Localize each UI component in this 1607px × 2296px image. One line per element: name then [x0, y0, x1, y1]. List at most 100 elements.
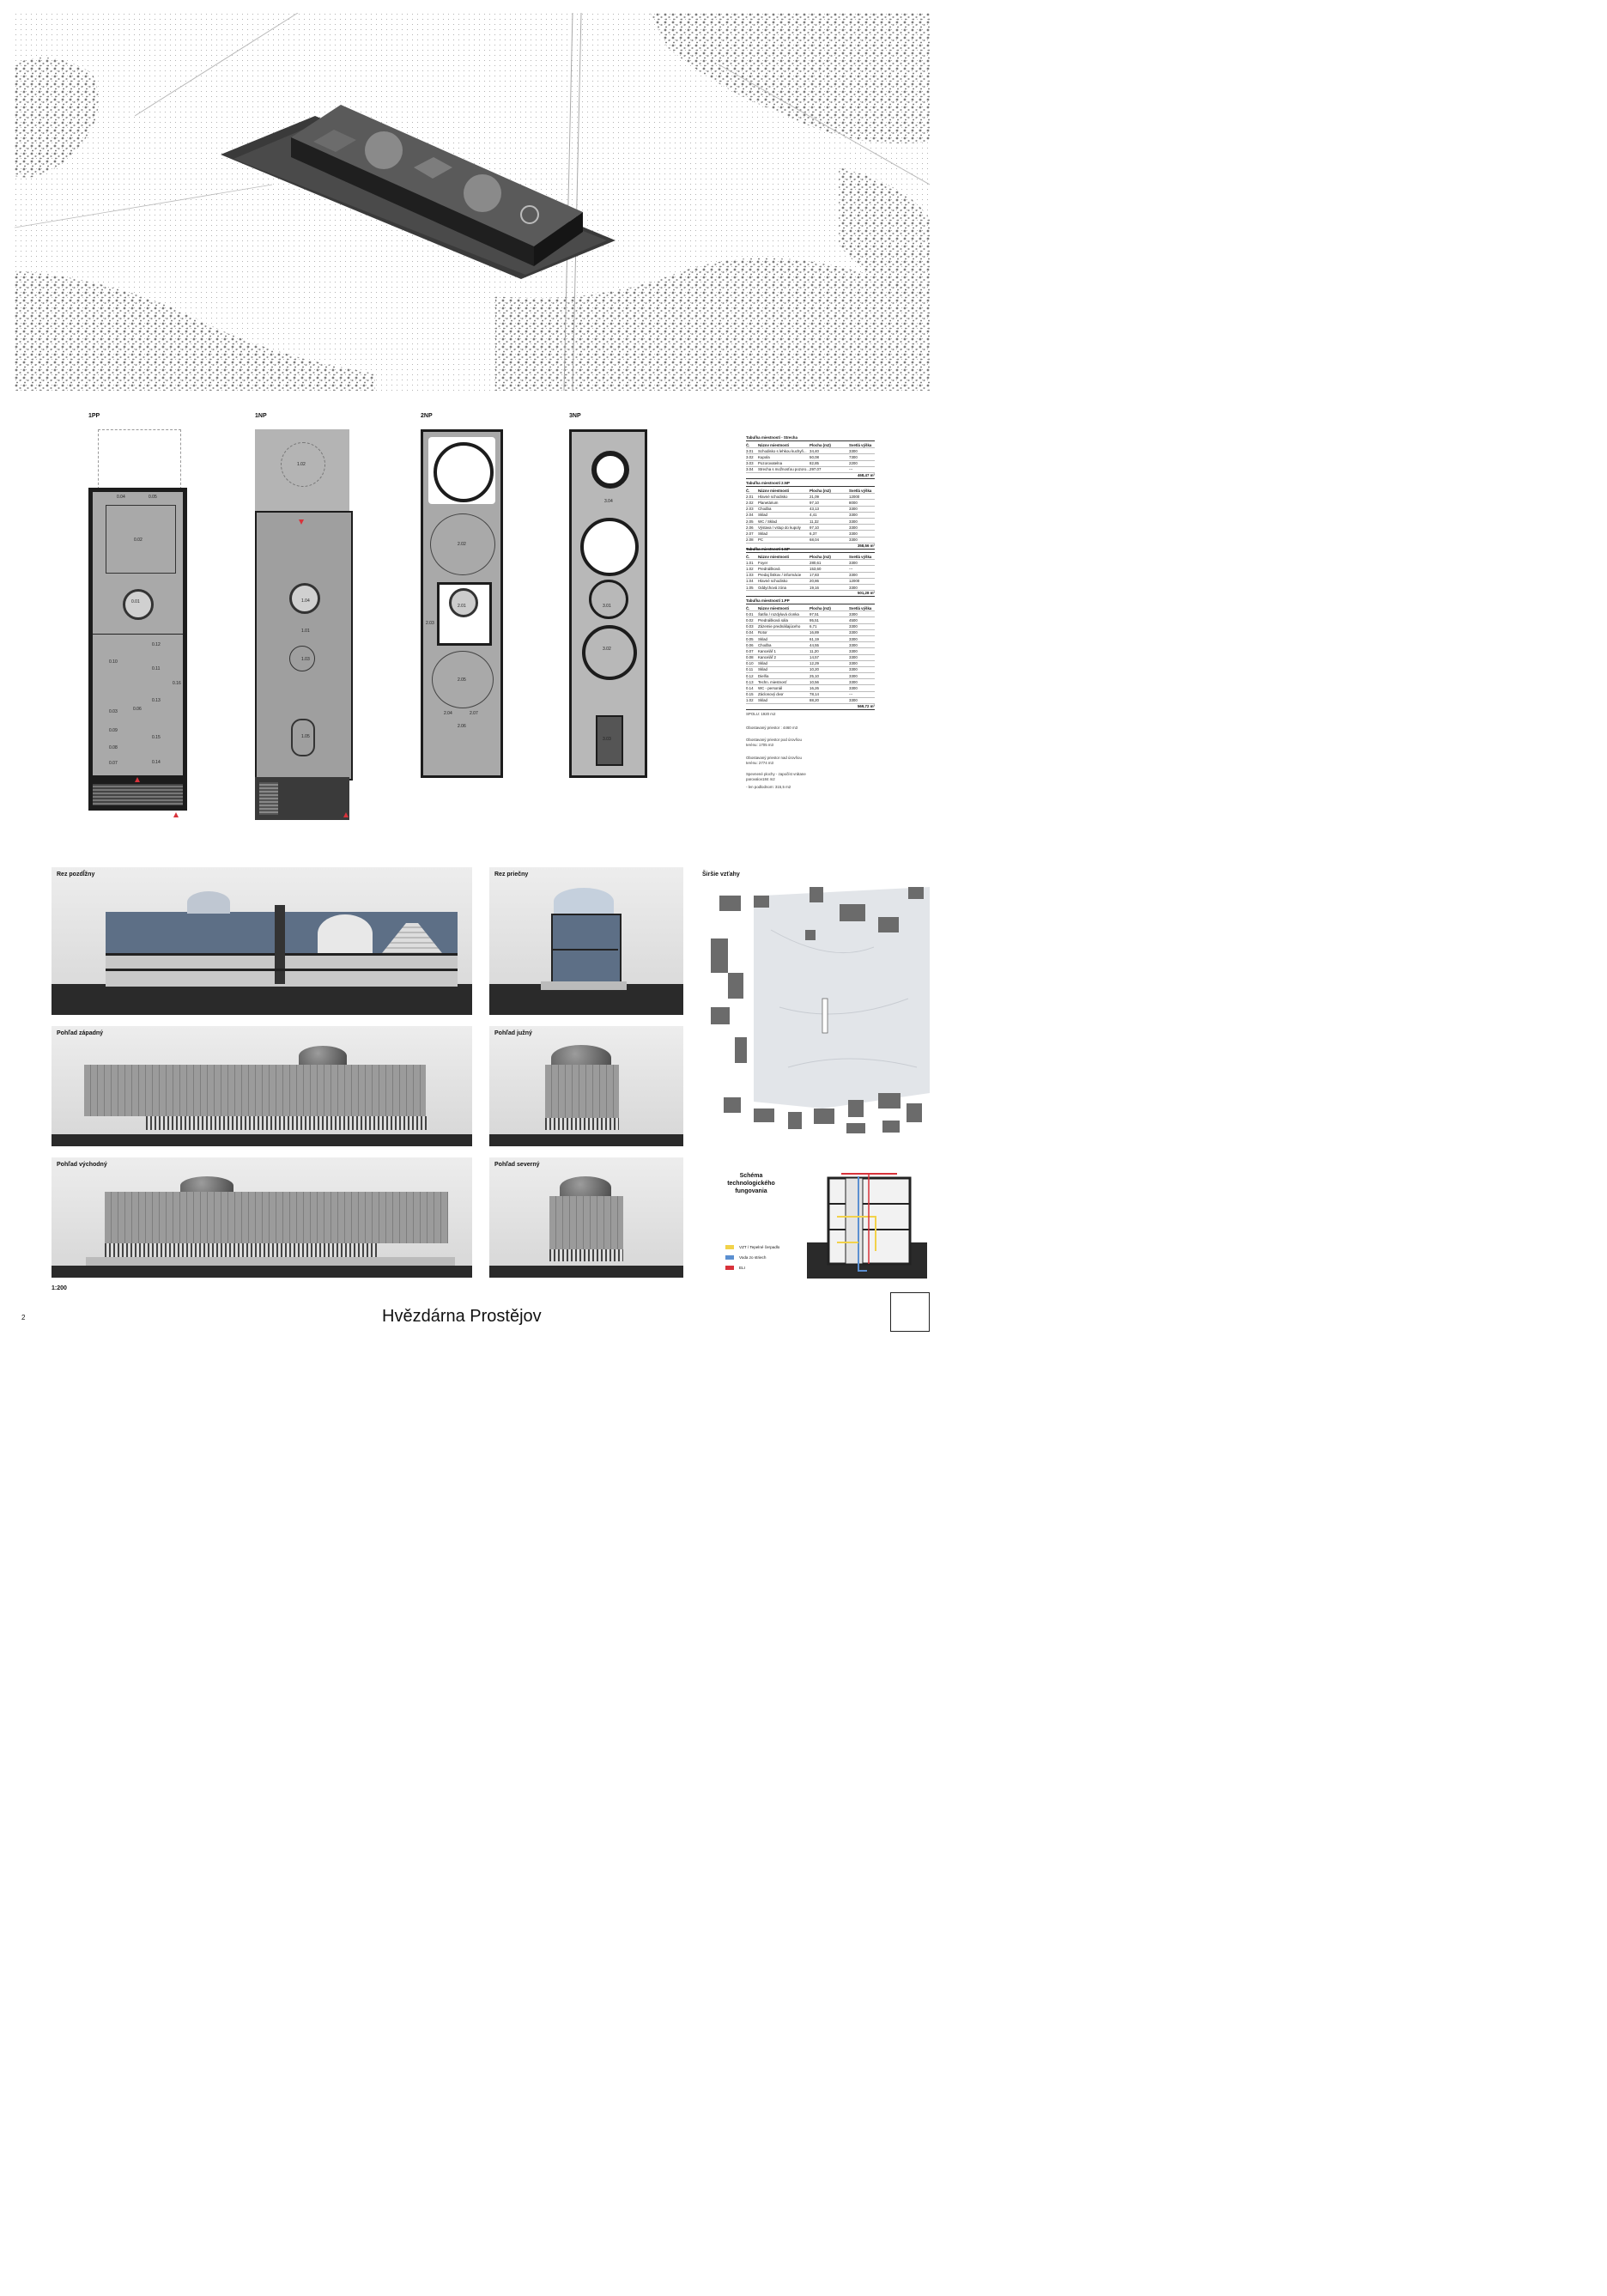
panel-longitudinal-section: Rez pozdĺžny	[52, 867, 472, 1015]
room-table-cell: 1.02	[746, 698, 754, 703]
room-label: 0.06	[133, 707, 142, 712]
room-table-cell: 2.02	[746, 500, 754, 505]
room-table-cell: 0.10	[746, 661, 754, 666]
room-table-cell: 3300	[849, 698, 858, 703]
room-table-cell: 3300	[849, 686, 858, 691]
room-table-header-cell: Svetlá výška	[849, 554, 872, 559]
room-table-cell: 2.06	[746, 525, 754, 530]
room-table-total: 569,72 m²	[746, 704, 875, 711]
room-table-cell: 19,16	[810, 585, 819, 590]
room-table-cell: 6,71	[810, 624, 817, 629]
room-table-header-cell: Svetlá výška	[849, 442, 872, 447]
room-table-cell: 0.12	[746, 673, 754, 678]
entrance-marker	[299, 519, 304, 525]
room-table-cell: 1.05	[746, 585, 754, 590]
room-table-header-cell: Svetlá výška	[849, 488, 872, 493]
room-table-cell: 61,19	[810, 636, 819, 641]
room-table-cell: ---	[849, 692, 853, 697]
panel-title: Rez pozdĺžny	[57, 872, 95, 878]
room-table-total: 501,28 m²	[746, 591, 875, 598]
room-label: 0.01	[131, 599, 140, 604]
room-table-total: 358,56 m²	[746, 544, 875, 550]
room-label: 0.11	[152, 666, 161, 671]
room-label: 0.16	[173, 681, 181, 686]
room-label: 3.03	[603, 737, 611, 742]
panel-title: Pohľad severný	[494, 1162, 540, 1168]
room-table-cell: 43,13	[810, 507, 819, 512]
room-table-cell: Sklad	[758, 531, 767, 536]
panel-west-elevation: Pohľad západný	[52, 1026, 472, 1146]
room-table-cell: Kancelář 1	[758, 648, 776, 653]
room-table-header-cell: Plocha (m2)	[810, 442, 831, 447]
room-label: 2.01	[458, 604, 466, 609]
room-table-cell: 0.14	[746, 686, 754, 691]
plan-2np: 2.02 2.01 2.03 2.05 2.04 2.07 2.06	[421, 429, 503, 778]
entrance-marker	[135, 777, 140, 782]
room-table-cell: 0.06	[746, 642, 754, 647]
room-table-cell: 4,41	[810, 513, 817, 518]
room-table-cell: Schodisko s lehkou kuchyň...	[758, 448, 807, 453]
site-axonometric	[15, 13, 930, 391]
room-table-cell: Sklad	[758, 513, 767, 518]
panel-south-elevation: Pohľad južný	[489, 1026, 683, 1146]
room-table-cell: 17,83	[810, 573, 819, 578]
room-table-cell: Chodba	[758, 642, 772, 647]
room-table-cell: 3300	[849, 661, 858, 666]
legend-swatch	[725, 1266, 734, 1270]
room-table-cell: PC	[758, 538, 764, 543]
room-table-title: Tabuľka miestností - Strecha	[746, 435, 875, 441]
room-table-cell: 3300	[849, 679, 858, 684]
room-table-cell: 3300	[849, 667, 858, 672]
room-table-cell: 3.01	[746, 448, 754, 453]
room-table-header-cell: Názov miestnosti	[758, 605, 790, 610]
room-label: 3.01	[603, 604, 611, 609]
room-table-cell: 82,85	[810, 461, 819, 466]
room-table-header-cell: Svetlá výška	[849, 605, 872, 610]
room-table-cell: 3300	[849, 538, 858, 543]
room-label: 1.03	[301, 657, 310, 662]
room-table-cell: 3300	[849, 648, 858, 653]
room-table-cell: 3300	[849, 585, 858, 590]
room-label: 0.09	[109, 728, 118, 733]
room-table-cell: 1.02	[746, 566, 754, 571]
room-table-cell: 3300	[849, 573, 858, 578]
room-table-cell: 0.03	[746, 624, 754, 629]
room-table-cell: 0.08	[746, 655, 754, 660]
room-table-cell: 78,14	[810, 692, 819, 697]
room-table-cell: 3300	[849, 636, 858, 641]
room-table-cell: 95,51	[810, 617, 819, 623]
room-table-cell: 20,86	[810, 579, 819, 584]
room-table-cell: 11,20	[810, 648, 819, 653]
room-label: 1.05	[301, 734, 310, 739]
room-label: 0.07	[109, 761, 118, 766]
room-table-cell: 88,20	[810, 698, 819, 703]
room-label: 2.07	[470, 711, 478, 716]
room-table-cell: 3300	[849, 673, 858, 678]
room-table-header-cell: Č.	[746, 554, 750, 559]
plan-3np: 3.04 3.01 3.02 3.03	[569, 429, 647, 778]
stat-volume-below: Obostavaný priestor pod úrovňou terénu: …	[746, 738, 802, 747]
room-table-cell: 3300	[849, 611, 858, 617]
room-table-cell: WC / Sklad	[758, 519, 777, 524]
room-label: 0.03	[109, 709, 118, 714]
room-table-cell: 3300	[849, 525, 858, 530]
room-table-cell: 97,10	[810, 500, 819, 505]
room-table-cell: 3.04	[746, 467, 754, 472]
room-table-cell: 10,56	[810, 679, 819, 684]
scale-label: 1:200	[52, 1285, 67, 1291]
stat-volume: Obostavaný priestor : 4460 m3	[746, 726, 798, 730]
